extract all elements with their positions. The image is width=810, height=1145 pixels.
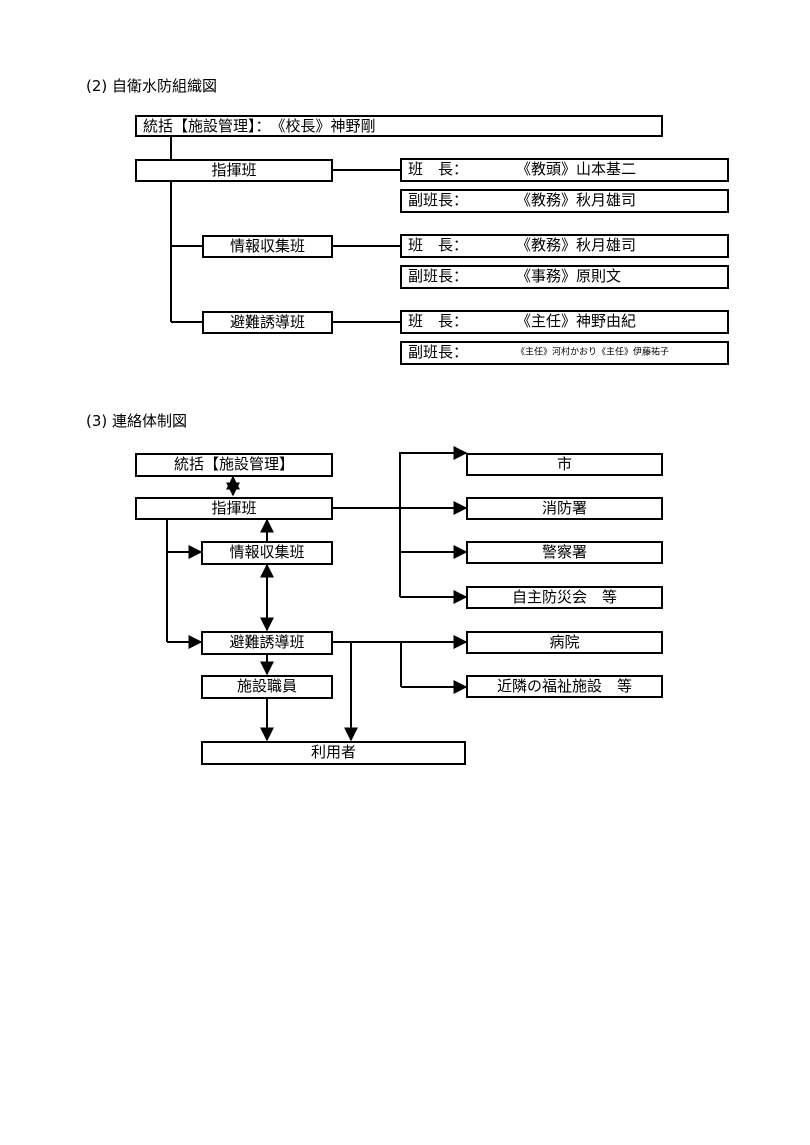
- org-top-box: 統括【施設管理】： 《校長》神野剛: [135, 115, 663, 137]
- section3-heading: (3) 連絡体制図: [86, 412, 188, 430]
- org-info-team: 情報収集班: [202, 235, 333, 258]
- contact-disaster-association: 自主防災会 等: [466, 586, 663, 609]
- person-name: 《主任》神野由紀: [516, 312, 637, 330]
- contact-users: 利用者: [201, 741, 466, 765]
- person-name: 《事務》原則文: [516, 267, 622, 285]
- role-label: 班 長：: [408, 312, 469, 330]
- org-evac-leader: 班 長： 《主任》神野由紀: [400, 310, 729, 334]
- role-label: 班 長：: [408, 160, 469, 178]
- person-name: 《教務》秋月雄司: [516, 191, 637, 209]
- contact-welfare-facility: 近隣の福祉施設 等: [466, 675, 663, 698]
- section2-heading: (2) 自衛水防組織図: [86, 77, 218, 95]
- org-info-deputy: 副班長： 《事務》原則文: [400, 265, 729, 289]
- org-evac-team: 避難誘導班: [202, 311, 333, 334]
- contact-fire-station: 消防署: [466, 497, 663, 520]
- org-evac-deputy: 副班長： 《主任》河村かおり《主任》伊藤祐子: [400, 341, 729, 365]
- person-name: 《教頭》山本基二: [516, 160, 637, 178]
- person-name: 《教務》秋月雄司: [516, 236, 637, 254]
- contact-evac-team: 避難誘導班: [201, 631, 333, 655]
- org-command-deputy: 副班長： 《教務》秋月雄司: [400, 189, 729, 213]
- contact-hospital: 病院: [466, 631, 663, 654]
- role-label: 班 長：: [408, 236, 469, 254]
- contact-command-team: 指揮班: [135, 497, 333, 520]
- role-label: 副班長：: [408, 267, 469, 285]
- org-info-leader: 班 長： 《教務》秋月雄司: [400, 234, 729, 258]
- role-label: 副班長：: [408, 191, 469, 209]
- contact-info-team: 情報収集班: [201, 541, 333, 565]
- org-command-leader: 班 長： 《教頭》山本基二: [400, 158, 729, 182]
- contact-staff: 施設職員: [201, 675, 333, 699]
- contact-top-box: 統括【施設管理】: [135, 453, 333, 477]
- contact-city: 市: [466, 453, 663, 476]
- person-name: 《主任》河村かおり《主任》伊藤祐子: [516, 347, 670, 358]
- role-label: 副班長：: [408, 343, 469, 361]
- contact-police-station: 警察署: [466, 541, 663, 564]
- org-command-team: 指揮班: [135, 159, 333, 182]
